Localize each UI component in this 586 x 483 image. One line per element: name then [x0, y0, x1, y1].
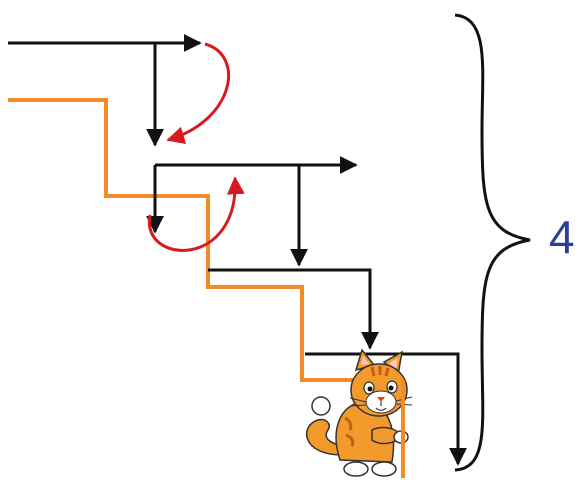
step-arrow-4: [305, 352, 467, 466]
step-count-label: 4: [549, 211, 575, 263]
curved-arrow-2: [147, 176, 245, 252]
cat-icon: [305, 348, 413, 477]
step-arrow-3: [208, 268, 379, 350]
curved-arrow-1: [166, 42, 230, 144]
curly-brace-icon: [454, 13, 531, 472]
